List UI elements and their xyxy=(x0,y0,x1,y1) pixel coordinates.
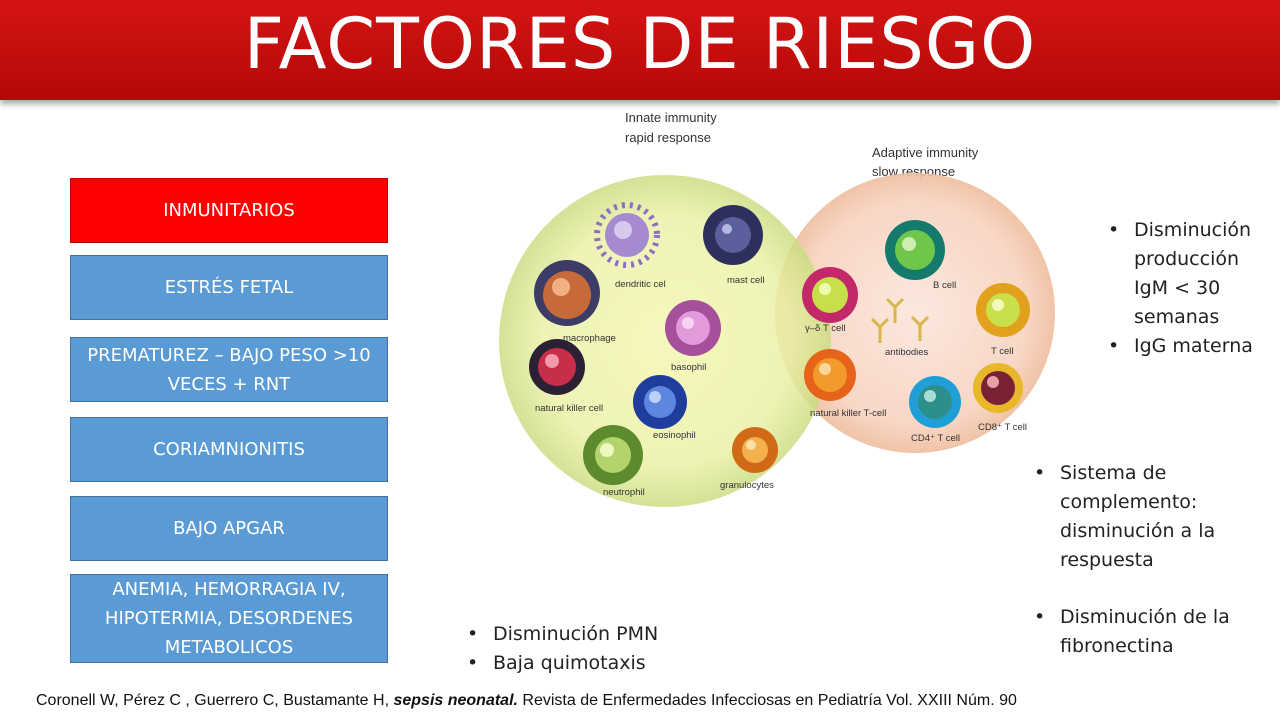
citation-authors: Coronell W, Pérez C , Guerrero C, Bustam… xyxy=(36,692,394,709)
mast-cell-icon xyxy=(703,205,763,265)
risk-factor-coriamnionitis[interactable]: CORIAMNIONITIS xyxy=(70,417,388,482)
label-cd4: CD4⁺ T cell xyxy=(911,433,960,444)
cd8-t-cell-icon xyxy=(973,363,1023,413)
note-fibronectin: Disminución de la fibronectina xyxy=(1034,603,1254,661)
b-cell-icon xyxy=(885,220,945,280)
label-basophil: basophil xyxy=(671,362,706,373)
adaptive-notes-list: Disminución producción IgM < 30 semanas … xyxy=(1108,216,1268,361)
immune-cells-diagram: Innate immunity rapid response Adaptive … xyxy=(499,110,1055,507)
note-pmn: Disminución PMN xyxy=(467,620,727,649)
label-b-cell: B cell xyxy=(933,280,956,291)
label-neutrophil: neutrophil xyxy=(603,487,645,498)
complement-notes-list: Sistema de complemento: disminución a la… xyxy=(1034,459,1254,661)
label-cd8: CD8⁺ T cell xyxy=(978,422,1027,433)
granulocytes-icon xyxy=(732,427,778,473)
label-mast: mast cell xyxy=(727,275,764,286)
antibodies-icon xyxy=(870,297,930,343)
citation-title: sepsis neonatal. xyxy=(393,692,518,709)
risk-factor-anemia[interactable]: ANEMIA, HEMORRAGIA IV, HIPOTERMIA, DESOR… xyxy=(70,574,388,663)
neutrophil-icon xyxy=(583,425,643,485)
innate-notes-list: Disminución PMN Baja quimotaxis xyxy=(467,620,727,678)
basophil-icon xyxy=(665,300,721,356)
innate-heading-line1: Innate immunity xyxy=(625,110,717,125)
label-granulocytes: granulocytes xyxy=(720,480,774,491)
adaptive-heading-line1: Adaptive immunity xyxy=(872,145,979,160)
label-eosinophil: eosinophil xyxy=(653,430,696,441)
title-bar: FACTORES DE RIESGO xyxy=(0,0,1280,100)
label-macrophage: macrophage xyxy=(563,333,616,344)
gamma-delta-t-cell-icon xyxy=(802,267,858,323)
label-t-cell: T cell xyxy=(991,346,1014,357)
note-igm: Disminución producción IgM < 30 semanas xyxy=(1108,216,1268,332)
note-complement: Sistema de complemento: disminución a la… xyxy=(1034,459,1254,575)
label-natural-killer-t: natural killer T-cell xyxy=(810,408,886,419)
risk-factor-bajo-apgar[interactable]: BAJO APGAR xyxy=(70,496,388,561)
eosinophil-icon xyxy=(633,375,687,429)
note-quimotaxis: Baja quimotaxis xyxy=(467,649,727,678)
label-antibodies: antibodies xyxy=(885,347,929,358)
t-cell-icon xyxy=(976,283,1030,337)
dendritic-cell-icon xyxy=(594,202,660,268)
innate-heading-line2: rapid response xyxy=(625,130,711,145)
natural-killer-cell-icon xyxy=(529,339,585,395)
natural-killer-t-cell-icon xyxy=(804,349,856,401)
label-natural-killer: natural killer cell xyxy=(535,403,603,414)
macrophage-icon xyxy=(534,260,600,326)
citation: Coronell W, Pérez C , Guerrero C, Bustam… xyxy=(36,692,1017,710)
note-igg: IgG materna xyxy=(1108,332,1268,361)
risk-factor-inmunitarios[interactable]: INMUNITARIOS xyxy=(70,178,388,243)
risk-factor-prematurez[interactable]: PREMATUREZ – BAJO PESO >10 VECES + RNT xyxy=(70,337,388,402)
page-title: FACTORES DE RIESGO xyxy=(243,3,1037,85)
cd4-t-cell-icon xyxy=(909,376,961,428)
label-gamma-delta-t: γ–δ T cell xyxy=(805,323,846,334)
risk-factor-estres-fetal[interactable]: ESTRÉS FETAL xyxy=(70,255,388,320)
citation-source: Revista de Enfermedades Infecciosas en P… xyxy=(517,692,1017,709)
label-dendritic: dendritic cel xyxy=(615,279,666,290)
